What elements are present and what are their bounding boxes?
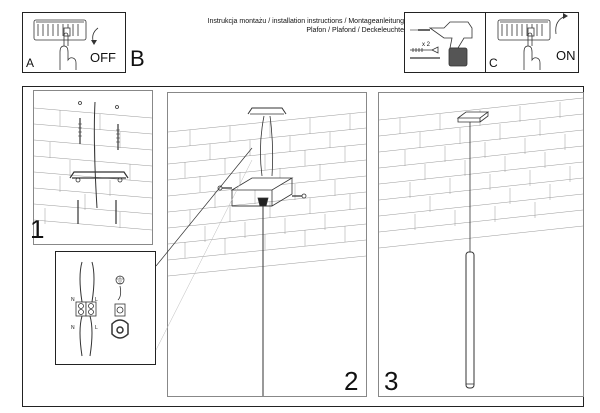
screw-left-icon — [78, 118, 82, 144]
header-line-1: Instrukcja montażu / installation instru… — [207, 18, 405, 25]
panel-1 — [33, 90, 153, 245]
panel-2 — [167, 92, 367, 397]
canopy-panel-2 — [230, 177, 294, 207]
header-line-2: Plafon / Plafond / Deckeleuchte — [306, 27, 404, 34]
ceiling-bricks-panel-3 — [378, 97, 584, 249]
step-b-quantity: x 2 — [422, 42, 431, 48]
wiring-detail-icon — [75, 261, 97, 357]
cable-panel-1 — [93, 101, 98, 209]
pendant-tube-light-icon — [465, 251, 475, 389]
mounting-bracket-icon — [69, 171, 129, 183]
step-number-3: 3 — [384, 366, 399, 396]
terminal-block-off-icon — [33, 19, 87, 41]
wiring-n-bottom: N — [71, 325, 75, 331]
ceiling-bricks-panel-2 — [167, 111, 367, 277]
step-number-1: 1 — [30, 214, 45, 244]
step-c-on-label: ON — [556, 48, 576, 63]
wiring-l-bottom: L — [95, 325, 98, 331]
screw-right-icon — [116, 124, 120, 150]
ceiling-bracket-panel-2 — [247, 107, 287, 115]
on-arrowhead-icon — [563, 13, 568, 19]
step-a-box — [22, 12, 126, 73]
terminal-block-on-icon — [497, 19, 551, 41]
canopy-screws-icon — [217, 185, 307, 199]
on-arrow-icon — [555, 15, 567, 35]
step-a-letter: A — [26, 56, 35, 70]
callout-line-top — [155, 147, 253, 267]
step-c-box — [485, 12, 579, 73]
wall-plug-icon — [410, 46, 439, 54]
canopy-panel-3 — [456, 111, 490, 123]
bracket-screws-icon — [77, 200, 117, 224]
callout-line-bottom — [155, 159, 253, 351]
step-number-2: 2 — [344, 366, 359, 396]
hand-on-icon — [523, 32, 541, 70]
panel-3 — [378, 92, 584, 397]
ground-symbol-icon — [115, 275, 125, 301]
wiring-n-top: N — [71, 297, 75, 303]
step-c-letter: C — [489, 56, 498, 70]
drill-icon — [410, 21, 473, 67]
hand-icon — [59, 32, 77, 70]
ground-terminal-icon — [111, 303, 129, 339]
mounting-holes-icon — [78, 101, 119, 109]
wiring-l-top: L — [95, 297, 98, 303]
wiring-detail-box — [55, 251, 156, 365]
wires-panel-2 — [260, 115, 274, 177]
step-a-off-label: OFF — [90, 50, 116, 65]
off-arrowhead-icon — [91, 40, 97, 45]
ceiling-lines-panel-1 — [33, 107, 153, 231]
step-b-letter: B — [130, 46, 145, 71]
cable-grip-panel-2 — [257, 197, 269, 207]
